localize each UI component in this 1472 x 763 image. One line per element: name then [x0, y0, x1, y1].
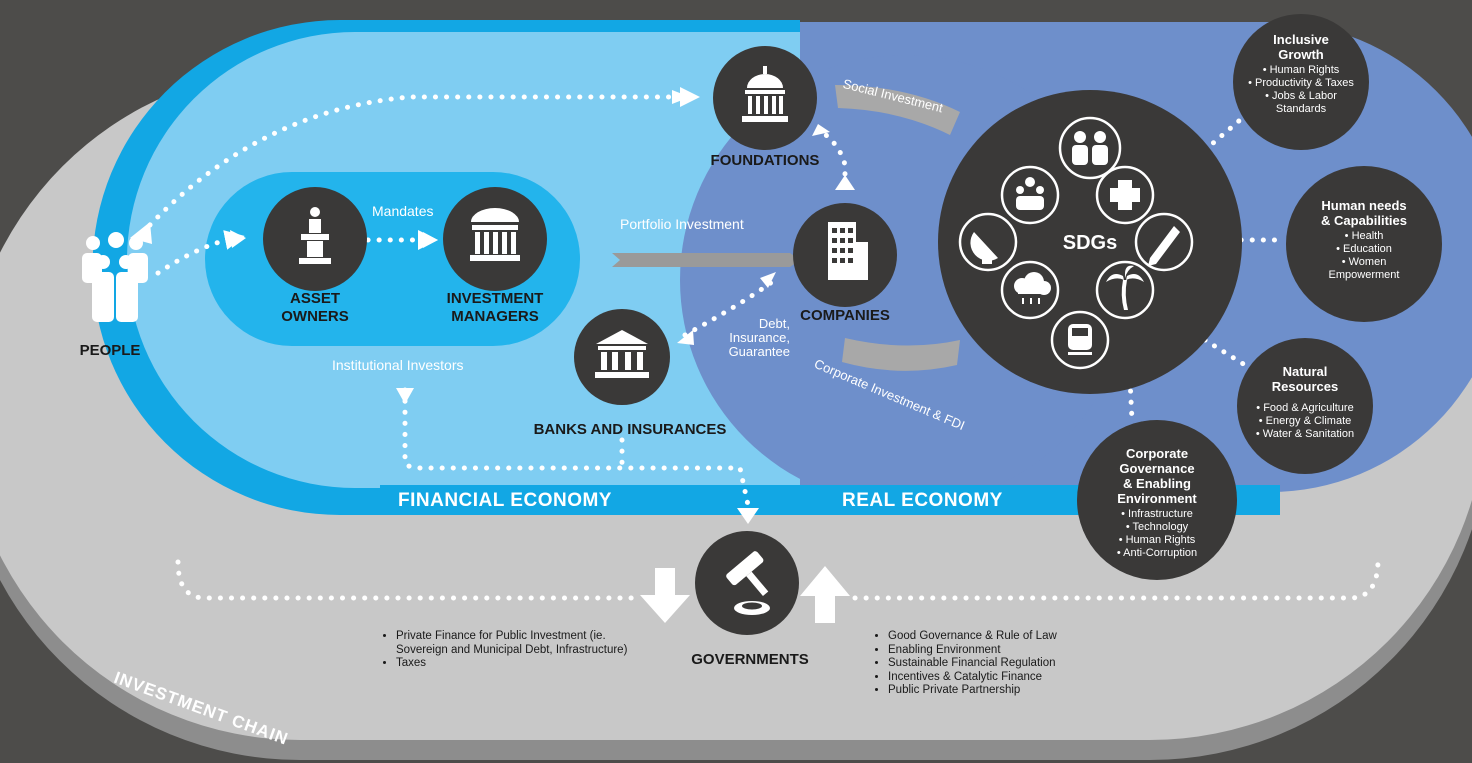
portfolio-investment-label: Portfolio Investment [620, 216, 744, 232]
debt-flow [682, 279, 775, 338]
foundations-label: FOUNDATIONS [710, 152, 820, 169]
down-block-arrow [640, 568, 690, 623]
governments-down-arrow-head [737, 508, 759, 524]
inclusive-growth-link [1202, 117, 1243, 153]
companies-arrow-head [760, 272, 776, 288]
human-needs-bullet-2: • Education [1336, 243, 1392, 255]
human-needs-circle [1286, 166, 1442, 322]
satellite-dish-icon [970, 232, 998, 264]
palm-tree-icon [1106, 265, 1144, 310]
bank-building-icon [470, 208, 520, 261]
governments-circle [695, 531, 799, 635]
social-investment-band [835, 85, 960, 135]
sdg-circle [938, 90, 1242, 394]
right-government-flow [852, 557, 1381, 601]
corporate-governance-link [1127, 377, 1135, 423]
sdg-icons [958, 116, 1194, 370]
corporate-investment-band [842, 338, 960, 371]
institutional-investors-label: Institutional Investors [332, 357, 464, 373]
sdgs-label: SDGs [1062, 232, 1118, 254]
list-item: Enabling Environment [888, 644, 1148, 658]
capitol-icon [742, 66, 788, 122]
people-group-icon [82, 232, 148, 322]
natural-resources-link [1202, 337, 1248, 368]
natural-resources-circle [1237, 338, 1373, 474]
real-economy-label: REAL ECONOMY [842, 490, 1003, 511]
corporate-governance-bullet-4: • Anti-Corruption [1116, 547, 1198, 559]
up-block-arrow [800, 566, 850, 623]
podium-icon [299, 207, 331, 264]
inclusive-growth-circle [1233, 14, 1369, 150]
inclusive-growth-bullet-1: • Human Rights [1262, 64, 1340, 76]
list-item: Incentives & Catalytic Finance [888, 671, 1148, 685]
train-icon [1068, 324, 1092, 355]
people-to-foundations-flow [147, 87, 700, 228]
people-label: PEOPLE [79, 342, 141, 359]
human-needs-text: Human needs & Capabilities • Health • Ed… [1296, 198, 1432, 282]
corporate-governance-bullet-1: • Infrastructure [1121, 508, 1193, 520]
corporate-governance-bullet-2: • Technology [1125, 521, 1189, 533]
list-item: Good Governance & Rule of Law [888, 630, 1148, 644]
list-item: Public Private Partnership [888, 684, 1148, 698]
mandates-label: Mandates [372, 203, 434, 219]
human-needs-bullet-1: • Health [1344, 230, 1384, 242]
family-icon [1072, 131, 1108, 165]
gavel-icon [726, 551, 770, 615]
inclusive-growth-text: Inclusive Growth • Human Rights • Produc… [1236, 32, 1366, 116]
list-item: Sustainable Financial Regulation [888, 657, 1148, 671]
foundations-in-arrow-head [812, 124, 830, 136]
crowd-icon [1016, 177, 1044, 210]
inclusive-growth-bullet-2: • Productivity & Taxes [1248, 77, 1354, 89]
corporate-governance-title: Corporate Governance & Enabling Environm… [1117, 446, 1197, 506]
corporate-governance-bullet-3: • Human Rights [1118, 534, 1196, 546]
financial-economy-label: FINANCIAL ECONOMY [398, 490, 612, 511]
inclusive-growth-bullet-3: • Jobs & Labor Standards [1265, 90, 1337, 115]
companies-up-arrow-head [835, 175, 855, 190]
governments-label: GOVERNMENTS [691, 651, 809, 668]
medical-cross-icon [1110, 180, 1140, 210]
natural-resources-text: Natural Resources • Food & Agriculture •… [1240, 364, 1370, 441]
list-item: Taxes [396, 657, 646, 671]
office-tower-icon [828, 222, 868, 280]
banks-arrow-head [677, 330, 694, 345]
companies-label: COMPANIES [800, 307, 890, 324]
node-icons [82, 66, 868, 615]
banks-label: BANKS AND INSURANCES [533, 421, 727, 438]
institutional-to-governments-flow [402, 387, 751, 508]
natural-resources-bullet-1: • Food & Agriculture [1256, 402, 1354, 414]
corporate-governance-circle [1077, 420, 1237, 580]
pencil-icon [1148, 226, 1180, 266]
investment-managers-label: INVESTMENT MANAGERS [446, 290, 544, 325]
natural-resources-bullet-3: • Water & Sanitation [1255, 428, 1355, 440]
human-needs-bullet-3: • Women Empowerment [1328, 256, 1400, 281]
natural-resources-bullet-2: • Energy & Climate [1258, 415, 1352, 427]
human-needs-title: Human needs & Capabilities [1321, 198, 1407, 228]
companies-to-foundations-flow [819, 129, 848, 188]
debt-insurance-label: Debt, Insurance, Guarantee [728, 316, 790, 359]
institutional-down-arrow-head [396, 388, 414, 404]
left-government-flow [175, 559, 635, 601]
government-outflows-list: Good Governance & Rule of Law Enabling E… [872, 630, 1148, 698]
people-to-asset-owners-flow [155, 230, 245, 276]
inclusive-growth-title: Inclusive Growth [1273, 32, 1329, 62]
classical-bank-icon [595, 330, 649, 378]
portfolio-investment-band [612, 253, 800, 267]
list-item: Private Finance for Public Investment (i… [396, 630, 646, 657]
government-inflows-list: Private Finance for Public Investment (i… [380, 630, 646, 671]
natural-resources-title: Natural Resources [1271, 364, 1339, 394]
weather-icon [1014, 272, 1051, 304]
asset-owners-arrow-head [230, 230, 246, 248]
banks-circle [574, 309, 670, 405]
foundations-arrow-head [672, 90, 690, 104]
corporate-governance-text: Corporate Governance & Enabling Environm… [1092, 446, 1222, 560]
managers-arrow-head [423, 232, 438, 248]
asset-owners-label: ASSET OWNERS [281, 290, 349, 325]
